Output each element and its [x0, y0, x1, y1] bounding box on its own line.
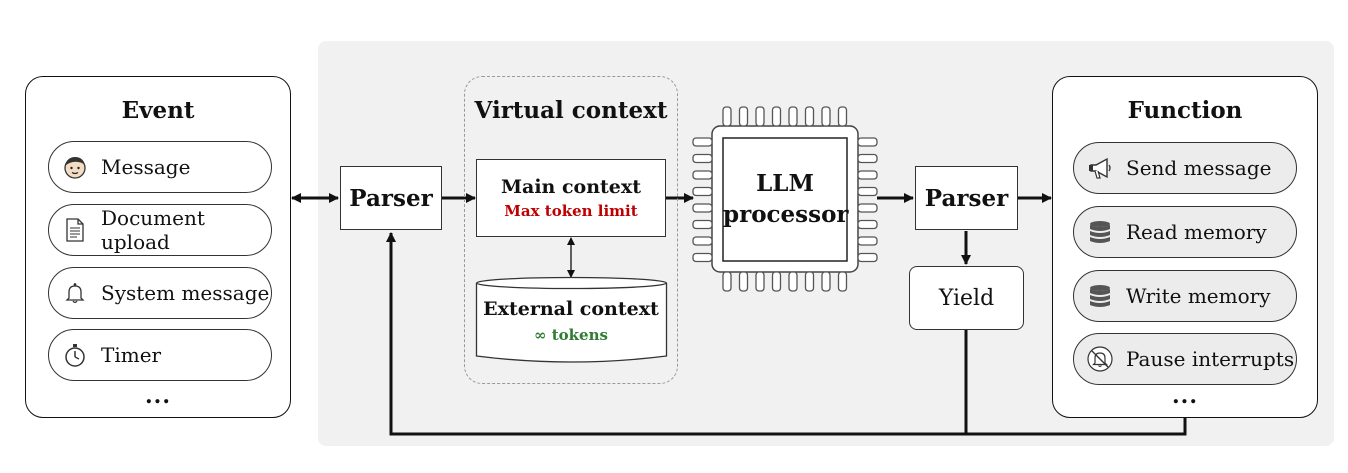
virtual-context-group: Virtual context [464, 76, 678, 384]
external-context-text: External context ∞ tokens [476, 298, 666, 344]
function-item-read-memory: Read memory [1073, 206, 1297, 258]
function-item-label: Write memory [1126, 284, 1271, 308]
yield-box: Yield [909, 266, 1024, 330]
function-return-line [966, 418, 1187, 436]
event-item-label: Timer [101, 343, 162, 367]
function-item-write-memory: Write memory [1073, 270, 1297, 322]
external-context-cylinder [475, 276, 668, 363]
stopwatch-icon [61, 341, 89, 369]
bell-off-icon [1086, 345, 1114, 373]
function-panel: Function Send message Read memory Write … [1052, 76, 1318, 418]
bell-icon [61, 279, 89, 307]
parser-output-label: Parser [924, 184, 1009, 212]
llm-label-line1: LLM [756, 170, 814, 197]
main-context-title: Main context [500, 176, 641, 198]
event-panel: Event Message Document upload System mes… [25, 76, 291, 418]
main-context-box: Main context Max token limit [476, 159, 666, 237]
external-context-title: External context [483, 298, 659, 320]
llm-processor-label: LLM processor [723, 168, 849, 230]
feedback-loop-line [386, 232, 968, 436]
virtual-context-title: Virtual context [474, 97, 668, 124]
function-item-label: Pause interrupts [1126, 347, 1295, 371]
face-icon [61, 153, 89, 181]
parser-output-box: Parser [915, 166, 1018, 230]
megaphone-icon [1086, 154, 1114, 182]
function-item-label: Read memory [1126, 220, 1267, 244]
event-title: Event [121, 97, 195, 124]
event-item-timer: Timer [48, 329, 272, 381]
document-icon [61, 216, 89, 244]
event-item-message: Message [48, 141, 272, 193]
external-context-tokens: ∞ tokens [534, 326, 608, 344]
function-title: Function [1127, 97, 1243, 124]
main-context-limit: Max token limit [504, 202, 638, 220]
database-icon [1086, 282, 1114, 310]
parser-input-box: Parser [340, 166, 442, 230]
function-item-pause-interrupts: Pause interrupts [1073, 333, 1297, 385]
function-item-send-message: Send message [1073, 142, 1297, 194]
event-item-label: Document upload [101, 206, 205, 254]
event-more-ellipsis: ... [145, 383, 171, 409]
event-item-label: System message [101, 281, 270, 305]
database-icon [1086, 218, 1114, 246]
function-more-ellipsis: ... [1172, 383, 1198, 409]
parser-input-label: Parser [349, 184, 433, 212]
event-item-system-message: System message [48, 267, 272, 319]
llm-label-line2: processor [723, 201, 849, 228]
function-item-label: Send message [1126, 156, 1272, 180]
event-item-label: Message [101, 155, 191, 179]
yield-label: Yield [938, 285, 995, 311]
llm-chip-icon [692, 106, 878, 292]
event-item-document-upload: Document upload [48, 204, 272, 256]
